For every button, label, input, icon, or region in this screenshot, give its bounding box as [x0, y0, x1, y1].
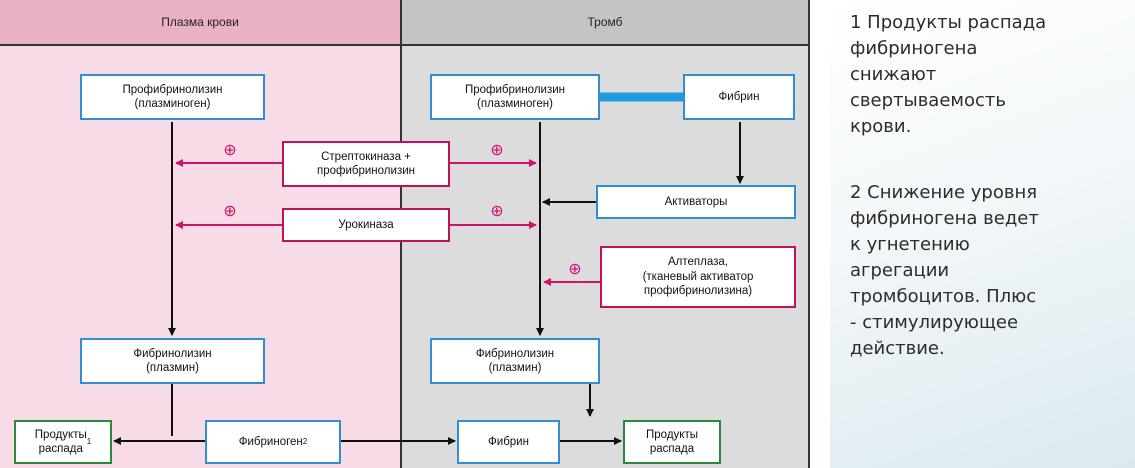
fibrin-top-box: Фибрин [683, 74, 795, 120]
profibrinolysin-thrombus-box: Профибринолизин (плазминоген) [430, 74, 600, 120]
urokinase-box: Урокиназа [282, 208, 450, 242]
activators-box: Активаторы [596, 185, 796, 219]
plus-icon: ⊕ [223, 201, 237, 220]
fibrinolysin-plasma-box: Фибринолизин (плазмин) [80, 338, 265, 384]
plus-icon: ⊕ [568, 259, 582, 278]
plasma-column-header: Плазма крови [0, 0, 400, 46]
profibrinolysin-plasma-box: Профибринолизин (плазминоген) [80, 74, 265, 120]
plus-icon: ⊕ [490, 140, 504, 159]
thrombus-column-header: Тромб [402, 0, 808, 46]
plus-icon: ⊕ [223, 140, 237, 159]
plus-icon: ⊕ [490, 201, 504, 220]
note-fibrinogen-products: 1 Продукты распада фибриногена снижают с… [850, 12, 1047, 137]
degradation-products-right-box: Продукты распада [623, 420, 721, 464]
fibrin-bottom-box: Фибрин [457, 420, 560, 464]
fibrinolysin-thrombus-box: Фибринолизин (плазмин) [430, 338, 600, 384]
streptokinase-box: Стрептокиназа + профибринолизин [282, 141, 450, 187]
note-fibrinogen-decrease: 2 Снижение уровня фибриногена ведет к уг… [850, 182, 1039, 359]
diagram-connectors [113, 92, 744, 445]
degradation-products-left-label: Продукты распада [34, 428, 87, 455]
fibrinogen-label: Фибриноген [238, 435, 303, 448]
notes-panel: 1 Продукты распада фибриногена снижают с… [830, 0, 1135, 468]
alteplase-box: Алтеплаза, (тканевый активатор профибрин… [600, 246, 796, 308]
